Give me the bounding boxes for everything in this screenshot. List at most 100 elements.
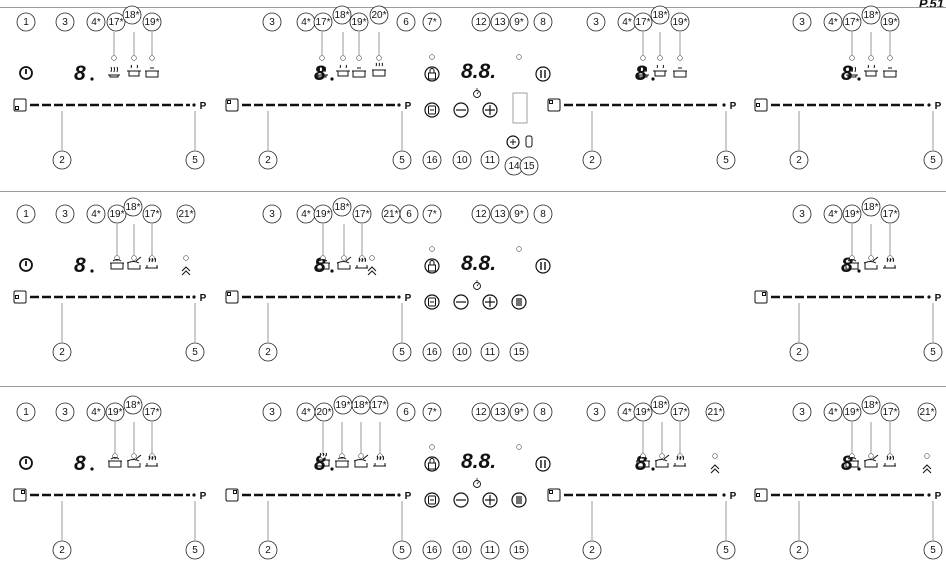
- callout-number: 18*: [863, 202, 878, 213]
- pause-button[interactable]: [535, 456, 551, 472]
- callout-marker: 11: [480, 540, 500, 560]
- decimal-point: [330, 77, 334, 81]
- callout-marker: 19*: [313, 204, 333, 224]
- menu-button[interactable]: [511, 294, 527, 310]
- indicator-led: [183, 255, 189, 261]
- callout-marker: 21*: [176, 204, 196, 224]
- decimal-point: [90, 77, 94, 81]
- callout-number: 7*: [427, 209, 437, 220]
- callout-marker: 17*: [142, 204, 162, 224]
- callout-number: 10: [456, 155, 468, 166]
- callout-number: 7*: [427, 17, 437, 28]
- keep-warm-button[interactable]: [424, 294, 440, 310]
- callout-number: 13: [494, 17, 506, 28]
- callout-circle: [142, 402, 162, 422]
- callout-number: 21*: [707, 407, 722, 418]
- callout-number: 2: [796, 545, 802, 556]
- callout-number: 12: [475, 209, 487, 220]
- callout-number: 15: [513, 347, 525, 358]
- timer-minus-button[interactable]: [453, 492, 469, 508]
- fry-icon-stroke: [145, 455, 158, 467]
- power-button-icon[interactable]: [19, 258, 33, 272]
- callout-number: 15: [523, 161, 535, 172]
- timer-minus-button[interactable]: [453, 294, 469, 310]
- callout-marker: 18*: [123, 395, 143, 415]
- callout-circle: [586, 12, 606, 32]
- keep-warm-button[interactable]: [424, 492, 440, 508]
- pot-lid-icon: [110, 259, 124, 270]
- callout-number: 18*: [652, 10, 667, 21]
- indicator-led: [131, 55, 137, 61]
- callout-number: 3: [269, 209, 275, 220]
- boost-chevron-icon: [710, 464, 720, 474]
- callout-number: 3: [799, 407, 805, 418]
- callout-number: 3: [593, 407, 599, 418]
- callout-number: 7*: [427, 407, 437, 418]
- callout-number: 4*: [301, 17, 311, 28]
- callout-circle: [369, 5, 389, 25]
- callout-circle: [396, 402, 416, 422]
- callout-circle: [16, 12, 36, 32]
- callout-number: 1: [23, 209, 29, 220]
- callout-marker: 17*: [842, 12, 862, 32]
- grill-pan-icon-stroke: [372, 62, 386, 77]
- callout-circle: [923, 342, 943, 362]
- callout-number: 9*: [514, 209, 524, 220]
- callout-number: 19*: [844, 209, 859, 220]
- steam-pot-icon-stroke: [863, 256, 879, 270]
- timer-dial: [473, 480, 481, 488]
- callout-marker: 8: [533, 204, 553, 224]
- timer-plus-button[interactable]: [482, 102, 498, 118]
- callout-circle: [392, 342, 412, 362]
- keep-warm-button[interactable]: [424, 102, 440, 118]
- fry-icon: [373, 455, 386, 467]
- power-button-icon[interactable]: [19, 66, 33, 80]
- callout-number: 18*: [125, 202, 140, 213]
- callout-marker: 5: [185, 150, 205, 170]
- timer-plus-button[interactable]: [482, 492, 498, 508]
- callout-marker: 3: [55, 12, 75, 32]
- callout-marker: 18*: [123, 197, 143, 217]
- child-lock-button[interactable]: [424, 456, 440, 472]
- timer-dial: [473, 90, 481, 98]
- callout-marker: 11: [480, 342, 500, 362]
- slider-end-dot: [927, 103, 931, 107]
- callout-number: 18*: [863, 400, 878, 411]
- slider-end-dot: [192, 295, 196, 299]
- slider-end-label: P: [200, 101, 207, 112]
- timer-plus-button[interactable]: [482, 294, 498, 310]
- callout-circle: [509, 540, 529, 560]
- menu-button[interactable]: [511, 492, 527, 508]
- steam-pot-icon-stroke: [126, 454, 142, 468]
- callout-marker: 19*: [880, 12, 900, 32]
- callout-number: 12: [475, 407, 487, 418]
- child-lock-button[interactable]: [424, 66, 440, 82]
- callout-marker: 17*: [313, 12, 333, 32]
- grill-pan-icon: [372, 62, 386, 77]
- pot-icon: [352, 67, 366, 78]
- callout-marker: 10: [452, 342, 472, 362]
- callout-number: 14: [508, 161, 520, 172]
- callout-marker: 13: [490, 402, 510, 422]
- callout-circle: [880, 204, 900, 224]
- callout-circle: [533, 402, 553, 422]
- boost-chevron-icon-stroke: [922, 464, 932, 474]
- power-button-icon[interactable]: [19, 456, 33, 470]
- steam-icon: [316, 66, 328, 78]
- pause-button[interactable]: [535, 258, 551, 274]
- callout-marker: 5: [716, 150, 736, 170]
- child-lock-button[interactable]: [424, 258, 440, 274]
- callout-circle: [823, 12, 843, 32]
- pause-button[interactable]: [535, 66, 551, 82]
- callout-number: 4*: [91, 407, 101, 418]
- timer-minus-button[interactable]: [453, 102, 469, 118]
- slider-end-label: P: [405, 101, 412, 112]
- callout-marker: 17*: [633, 12, 653, 32]
- callout-circle: [789, 150, 809, 170]
- slider-end-dot: [722, 493, 726, 497]
